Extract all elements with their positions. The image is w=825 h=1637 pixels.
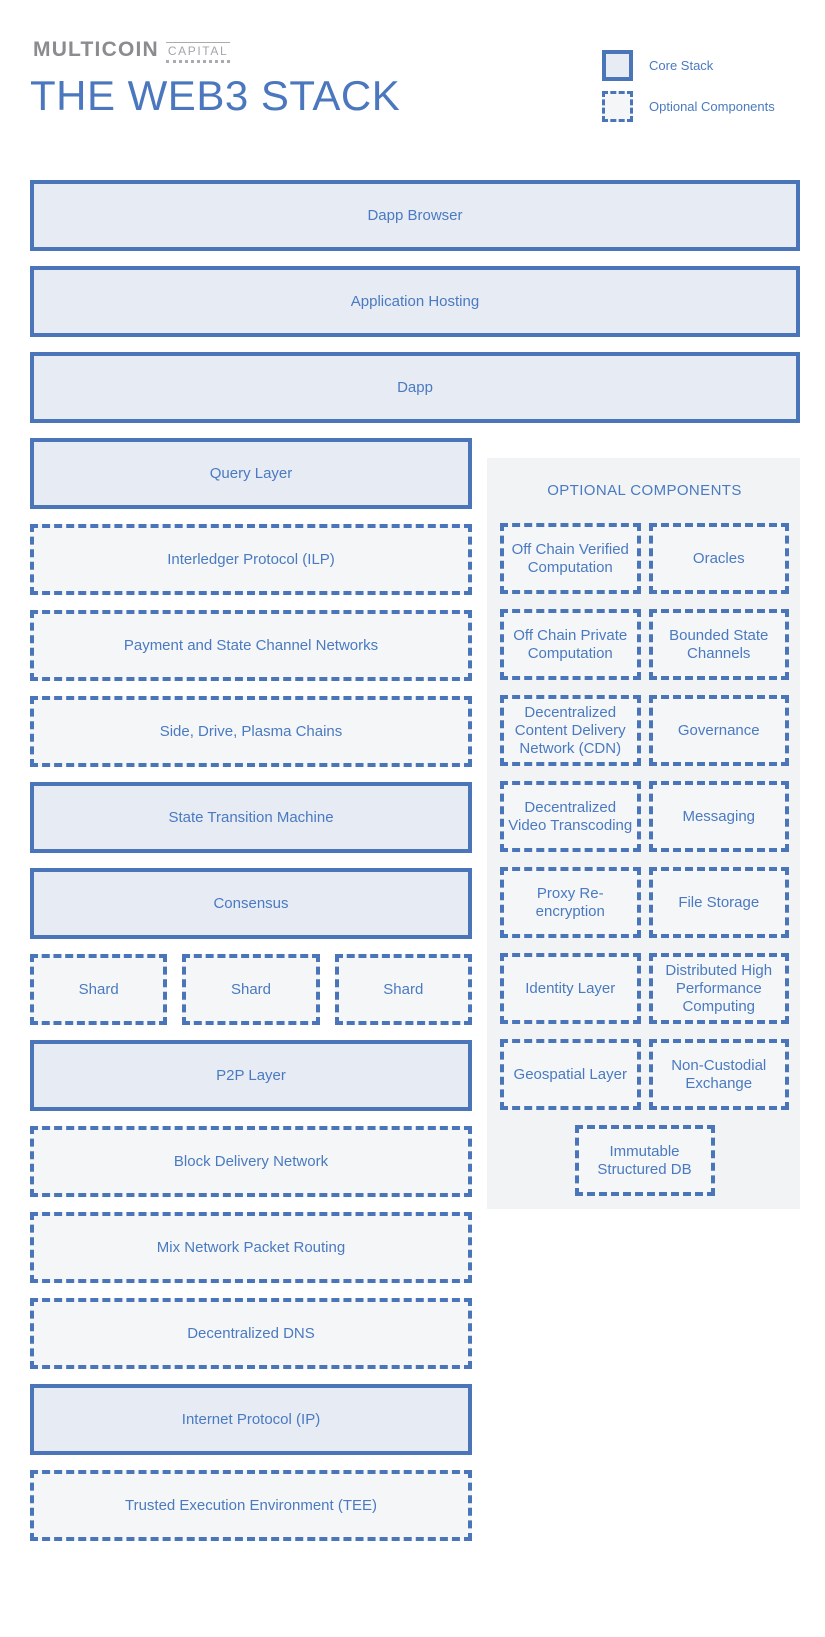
box-application-hosting: Application Hosting	[30, 266, 800, 337]
legend: Core Stack Optional Components	[602, 50, 775, 122]
box-geospatial-layer: Geospatial Layer	[500, 1039, 641, 1110]
box-consensus: Consensus	[30, 868, 472, 939]
box-internet-protocol: Internet Protocol (IP)	[30, 1384, 472, 1455]
optional-components-panel: OPTIONAL COMPONENTS Off Chain Verified C…	[487, 458, 800, 1209]
legend-core-stack: Core Stack	[602, 50, 775, 81]
box-proxy-re-encryption: Proxy Re-encryption	[500, 867, 641, 938]
optional-components-swatch	[602, 91, 633, 122]
box-mix-network-packet-routing: Mix Network Packet Routing	[30, 1212, 472, 1283]
box-interledger-protocol: Interledger Protocol (ILP)	[30, 524, 472, 595]
box-shard-3: Shard	[334, 954, 472, 1025]
optional-components-footer: Immutable Structured DB	[500, 1125, 789, 1196]
box-trusted-execution-environment: Trusted Execution Environment (TEE)	[30, 1470, 472, 1541]
box-decentralized-video-transcoding: Decentralized Video Transcoding	[500, 781, 641, 852]
stack-columns: Query Layer Interledger Protocol (ILP) P…	[30, 438, 800, 1541]
core-stack-column: Query Layer Interledger Protocol (ILP) P…	[30, 438, 472, 1541]
shard-row: Shard Shard Shard	[30, 954, 472, 1025]
multicoin-logo: MULTICOIN CAPITAL	[33, 38, 231, 63]
box-non-custodial-exchange: Non-Custodial Exchange	[648, 1039, 789, 1110]
box-oracles: Oracles	[648, 523, 789, 594]
optional-components-label: Optional Components	[649, 99, 775, 114]
box-distributed-high-performance-computing: Distributed High Performance Computing	[648, 953, 789, 1024]
box-block-delivery-network: Block Delivery Network	[30, 1126, 472, 1197]
box-immutable-structured-db: Immutable Structured DB	[574, 1125, 715, 1196]
box-shard-1: Shard	[30, 954, 168, 1025]
box-governance: Governance	[648, 695, 789, 766]
core-stack-swatch	[602, 50, 633, 81]
box-identity-layer: Identity Layer	[500, 953, 641, 1024]
box-dapp: Dapp	[30, 352, 800, 423]
box-dapp-browser: Dapp Browser	[30, 180, 800, 251]
optional-components-grid: Off Chain Verified Computation Oracles O…	[500, 523, 789, 1110]
box-payment-state-channel-networks: Payment and State Channel Networks	[30, 610, 472, 681]
box-p2p-layer: P2P Layer	[30, 1040, 472, 1111]
box-off-chain-verified-computation: Off Chain Verified Computation	[500, 523, 641, 594]
legend-optional-components: Optional Components	[602, 91, 775, 122]
box-query-layer: Query Layer	[30, 438, 472, 509]
box-state-transition-machine: State Transition Machine	[30, 782, 472, 853]
box-side-drive-plasma-chains: Side, Drive, Plasma Chains	[30, 696, 472, 767]
box-file-storage: File Storage	[648, 867, 789, 938]
core-stack-label: Core Stack	[649, 58, 714, 73]
box-shard-2: Shard	[182, 954, 320, 1025]
box-decentralized-dns: Decentralized DNS	[30, 1298, 472, 1369]
box-bounded-state-channels: Bounded State Channels	[648, 609, 789, 680]
box-decentralized-cdn: Decentralized Content Delivery Network (…	[500, 695, 641, 766]
box-messaging: Messaging	[648, 781, 789, 852]
box-off-chain-private-computation: Off Chain Private Computation	[500, 609, 641, 680]
logo-wordmark: MULTICOIN	[33, 38, 159, 61]
logo-capital: CAPITAL	[165, 42, 231, 63]
optional-components-panel-title: OPTIONAL COMPONENTS	[547, 482, 742, 499]
page-title: THE WEB3 STACK	[30, 72, 401, 119]
stack-diagram: Dapp Browser Application Hosting Dapp Qu…	[30, 180, 800, 1541]
